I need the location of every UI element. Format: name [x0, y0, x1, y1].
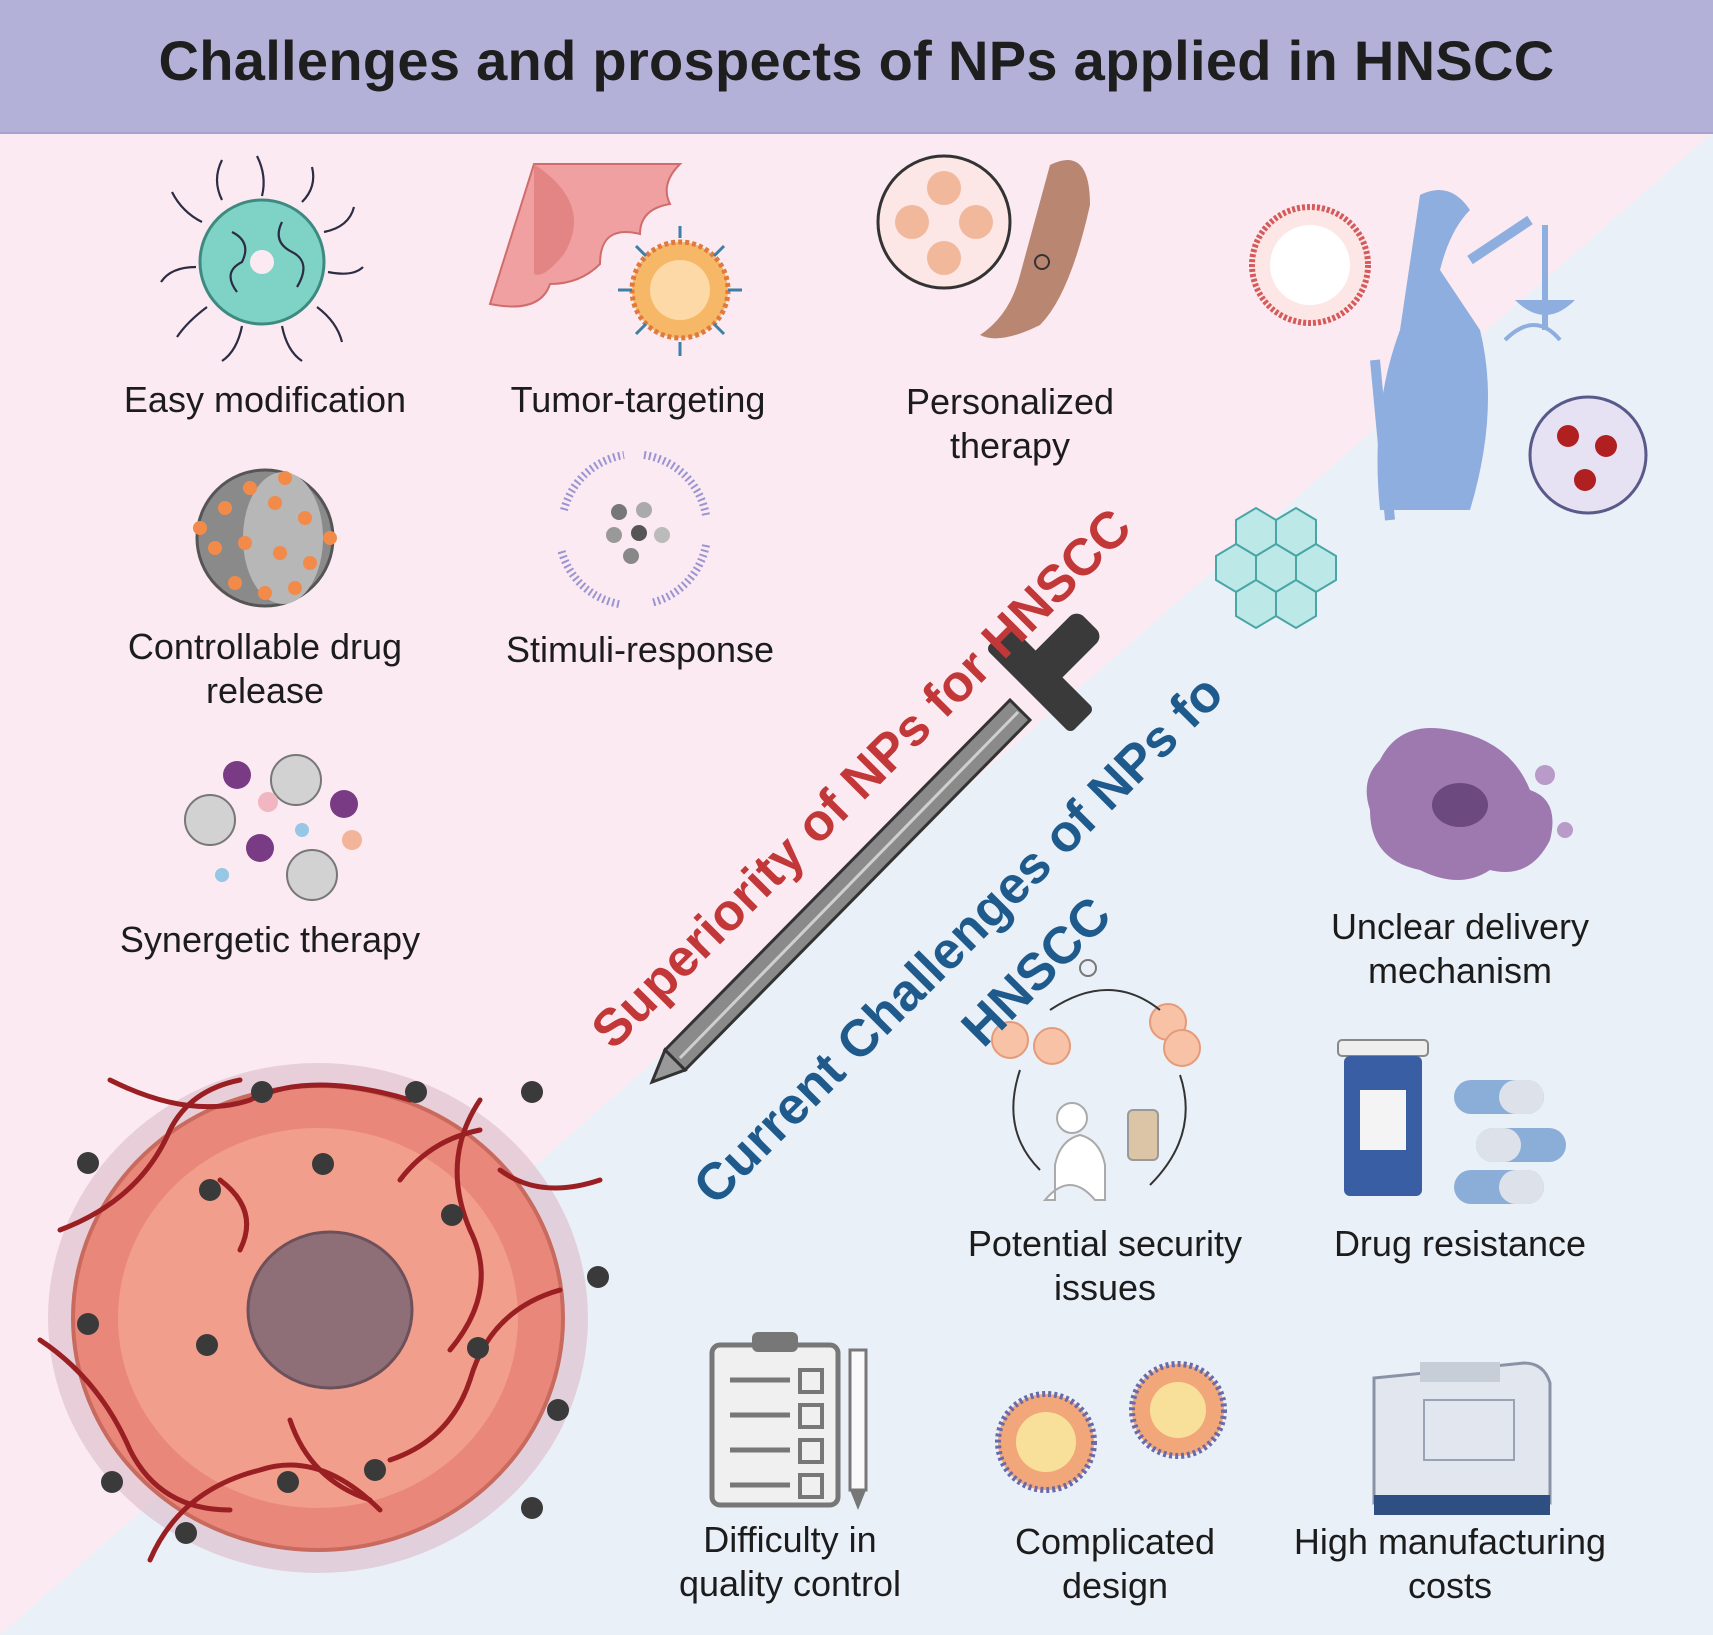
graphene-sheet-icon — [1215, 506, 1337, 630]
label-costs-line1: High manufacturing — [1293, 1521, 1607, 1562]
label-stimuli-response: Stimuli-response — [475, 628, 805, 672]
label-complicated-line1: Complicated — [1014, 1521, 1216, 1562]
manufacturing-machine-icon — [1372, 1361, 1552, 1515]
synergetic-therapy-icon — [184, 754, 362, 901]
label-personalized-line1: Personalized — [905, 381, 1115, 422]
label-stimuli-response-text: Stimuli-response — [505, 629, 775, 670]
label-security-issues: Potential security issues — [940, 1222, 1270, 1310]
header-bar: Challenges and prospects of NPs applied … — [0, 0, 1713, 134]
complicated-design-icon — [995, 1361, 1227, 1493]
label-complicated-line2: design — [1061, 1565, 1169, 1606]
label-quality-control: Difficulty in quality control — [640, 1518, 940, 1606]
label-complicated-design: Complicated design — [985, 1520, 1245, 1608]
label-tumor-targeting: Tumor-targeting — [478, 378, 798, 422]
controllable-drug-release-icon — [193, 468, 337, 608]
label-unclear-delivery: Unclear delivery mechanism — [1290, 905, 1630, 993]
label-quality-line2: quality control — [678, 1563, 902, 1604]
label-controllable-line2: release — [205, 670, 325, 711]
label-security-line2: issues — [1053, 1267, 1157, 1308]
justice-statue-icon — [1249, 190, 1648, 521]
sword-icon — [649, 613, 1100, 1085]
stimuli-response-icon — [557, 451, 710, 608]
label-easy-modification: Easy modification — [100, 378, 430, 422]
label-controllable-drug-release: Controllable drug release — [90, 625, 440, 713]
label-security-line1: Potential security — [967, 1223, 1243, 1264]
label-quality-line1: Difficulty in — [703, 1519, 877, 1560]
label-unclear-line2: mechanism — [1367, 950, 1553, 991]
quality-control-icon — [709, 1332, 868, 1510]
drug-resistance-icon — [1337, 1039, 1566, 1204]
label-costs-line2: costs — [1407, 1565, 1493, 1606]
personalized-therapy-icon — [876, 154, 1090, 339]
label-synergetic-text: Synergetic therapy — [119, 919, 421, 960]
label-manufacturing-costs: High manufacturing costs — [1270, 1520, 1630, 1608]
label-easy-modification-text: Easy modification — [123, 379, 407, 420]
label-drug-resistance: Drug resistance — [1300, 1222, 1620, 1266]
label-controllable-line1: Controllable drug — [127, 626, 403, 667]
tumor-targeting-icon — [488, 163, 742, 356]
tumor-cell-icon — [37, 1063, 609, 1573]
easy-modification-icon — [160, 155, 364, 362]
label-synergetic-therapy: Synergetic therapy — [95, 918, 445, 962]
label-personalized-line2: therapy — [949, 425, 1071, 466]
label-drug-resistance-text: Drug resistance — [1333, 1223, 1587, 1264]
label-unclear-line1: Unclear delivery — [1330, 906, 1590, 947]
label-tumor-targeting-text: Tumor-targeting — [510, 379, 766, 420]
security-issues-icon — [991, 959, 1201, 1201]
figure-title: Challenges and prospects of NPs applied … — [158, 29, 1555, 92]
unclear-delivery-icon — [1366, 728, 1573, 880]
label-personalized-therapy: Personalized therapy — [860, 380, 1160, 468]
